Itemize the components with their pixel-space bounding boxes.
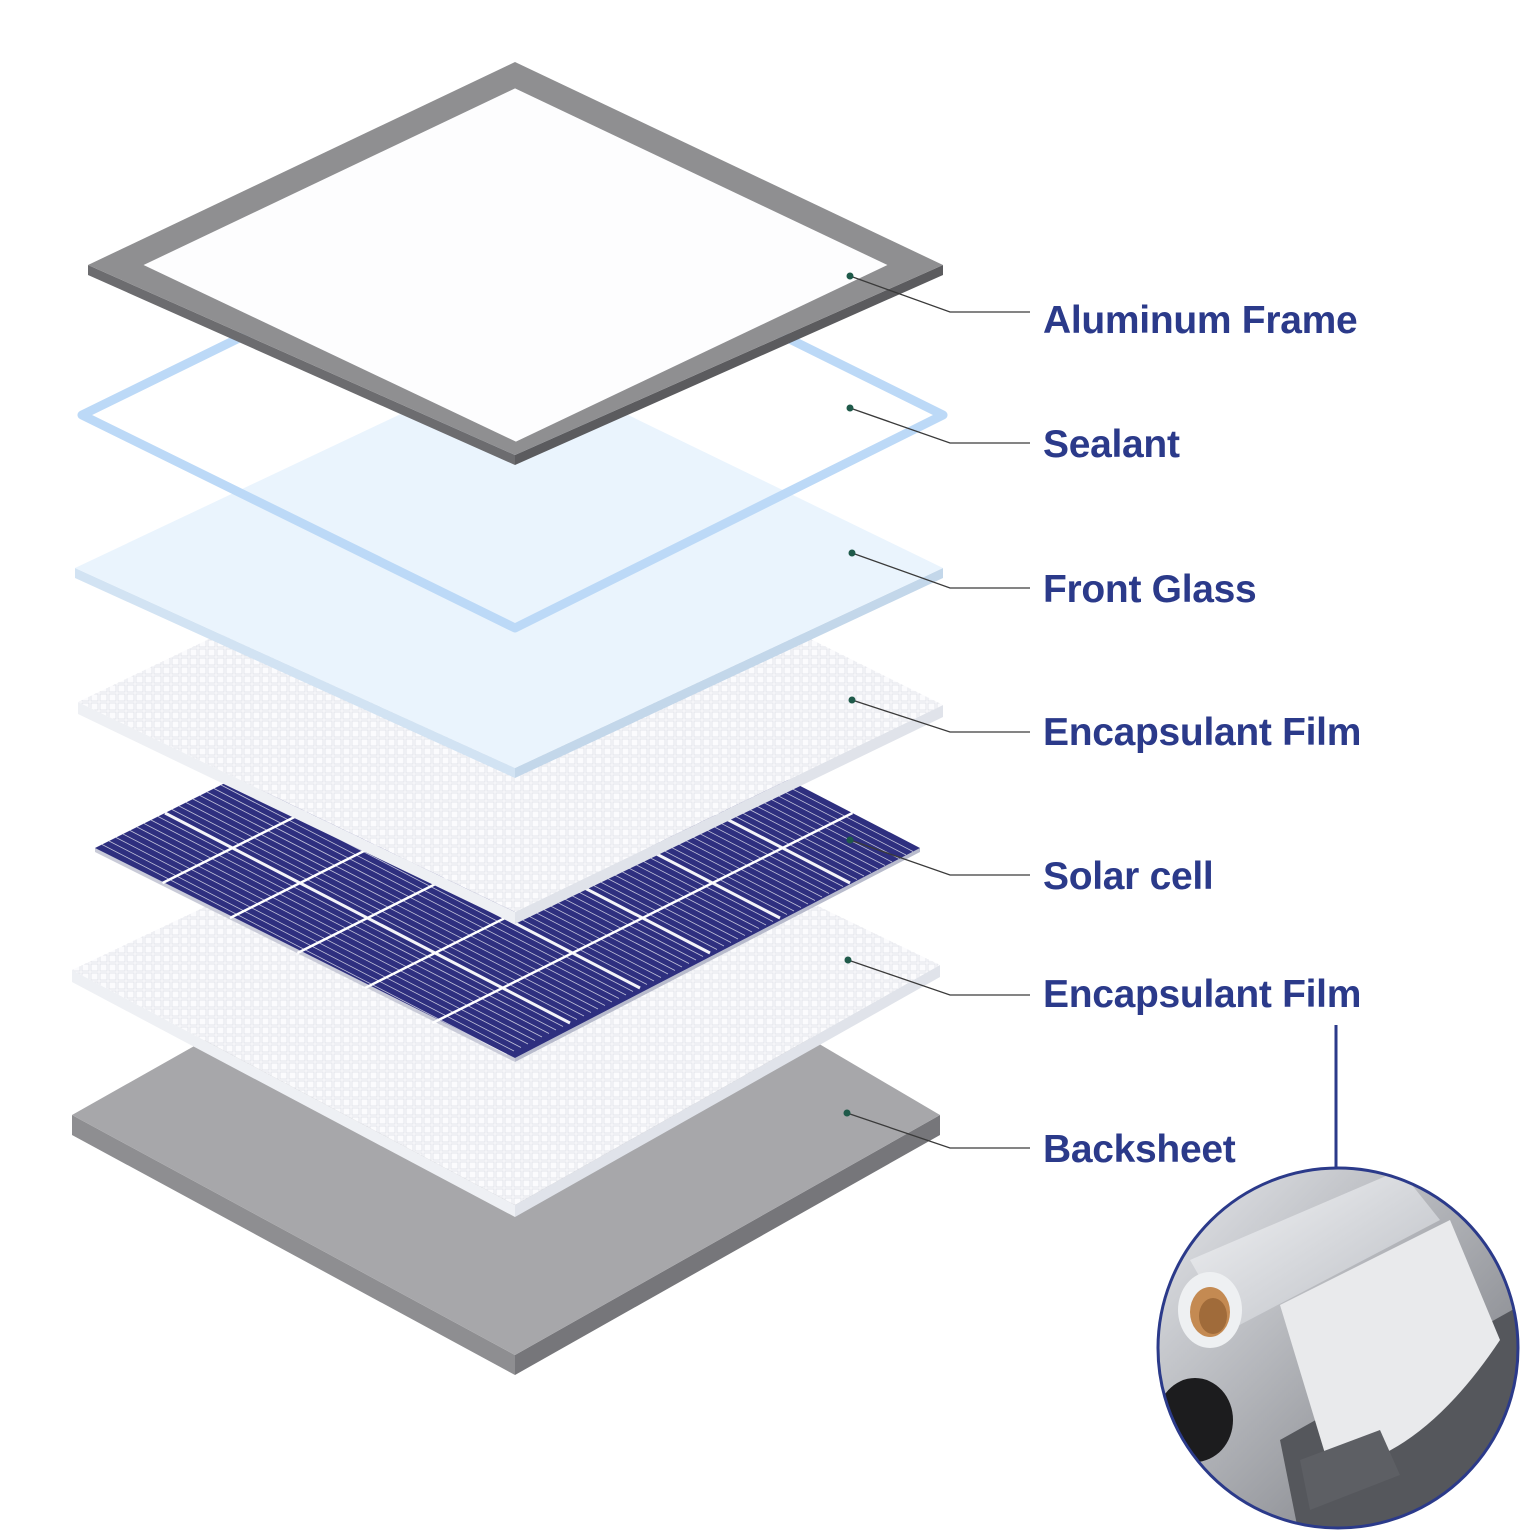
layer-aluminum-frame — [88, 62, 943, 465]
leader-dot-aluminum-frame — [846, 272, 854, 280]
leader-dot-solar-cell — [846, 836, 854, 844]
leader-line-solar-cell — [849, 839, 1030, 876]
leader-line-encapsulant-film-top — [851, 699, 1030, 733]
leader-line-sealant — [849, 407, 1030, 444]
label-front-glass: Front Glass — [1043, 568, 1257, 611]
label-encapsulant-film-bottom: Encapsulant Film — [1043, 973, 1362, 1016]
leader-line-aluminum-frame — [849, 275, 1030, 313]
leader-line-encapsulant-film-bottom — [847, 959, 1030, 996]
layer-front-glass — [75, 360, 943, 778]
leader-dot-backsheet — [843, 1109, 851, 1117]
layer-sealant — [77, 198, 948, 633]
leader-line-backsheet — [846, 1112, 1030, 1149]
leader-dot-encapsulant-film-bottom — [844, 956, 852, 964]
inset-photo — [1156, 1025, 1520, 1530]
film-sheet-icon — [1280, 1220, 1500, 1470]
film-roll-icon — [1190, 1170, 1440, 1330]
inset-border — [1156, 1166, 1520, 1530]
leader-line-front-glass — [851, 552, 1030, 589]
label-solar-cell: Solar cell — [1043, 855, 1214, 898]
label-encapsulant-film-top: Encapsulant Film — [1043, 711, 1362, 754]
label-sealant: Sealant — [1043, 423, 1180, 466]
black-roll-icon — [1158, 1378, 1233, 1462]
leader-dot-sealant — [846, 404, 854, 412]
leader-dot-front-glass — [848, 549, 856, 557]
leader-dot-encapsulant-film-top — [848, 696, 856, 704]
label-aluminum-frame: Aluminum Frame — [1043, 299, 1358, 342]
label-backsheet: Backsheet — [1043, 1128, 1236, 1171]
